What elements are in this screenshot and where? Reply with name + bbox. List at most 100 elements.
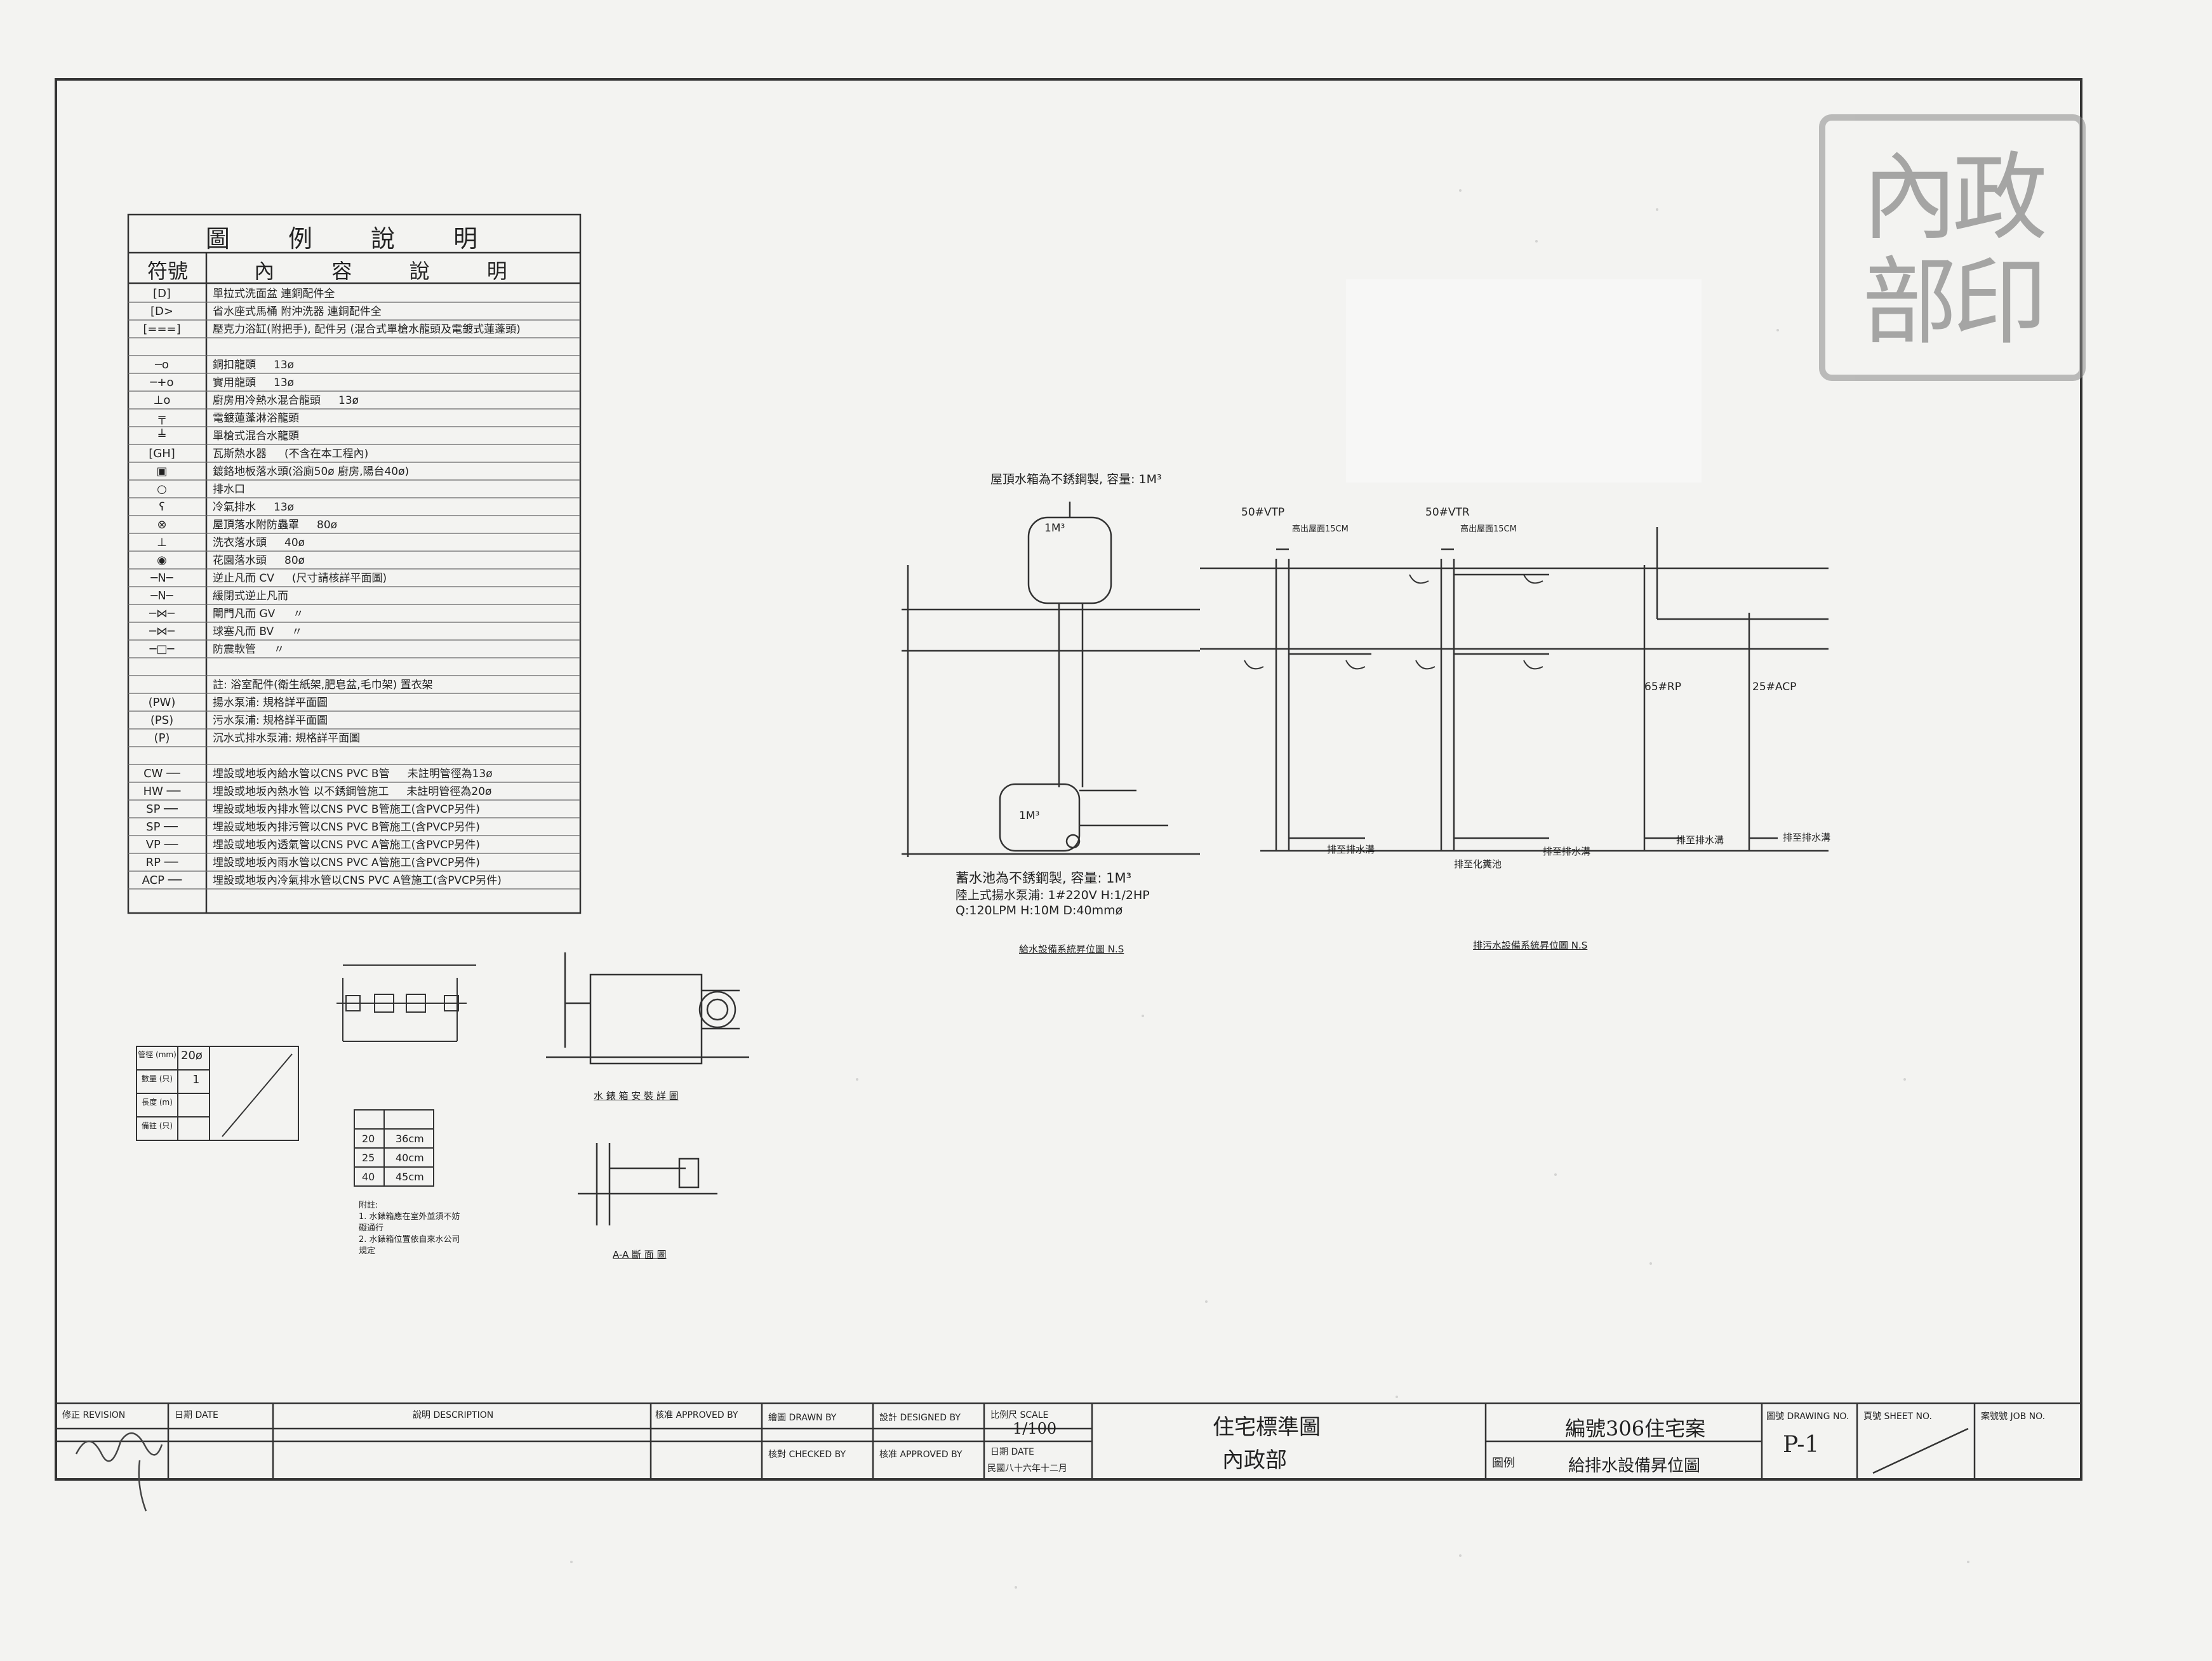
legend-row: ─⋈─球塞凡而 BV〃	[149, 625, 302, 639]
legend-size: (尺寸請核詳平面圖)	[291, 572, 387, 585]
legend-symbol-icon: ╤	[158, 411, 166, 425]
section-caption: A-A 斷 面 圖	[613, 1249, 667, 1260]
legend-row: ○排水口	[157, 483, 263, 497]
legend-description: 埋設或地坂內雨水管以CNS PVC A管施工(含PVCP另件)	[213, 857, 480, 869]
legend-symbol-icon: SP ──	[146, 803, 178, 816]
legend-description: 省水座式馬桶 附沖洗器 連銅配件全	[213, 305, 382, 318]
legend-symbol-icon: [===]	[143, 323, 181, 336]
legend-size: 〃	[274, 643, 284, 656]
legend-symbol-icon: ⊥	[157, 536, 167, 549]
rp-label: 65#RP	[1644, 681, 1681, 693]
small-table-value-1: 1	[192, 1073, 200, 1086]
legend-row	[213, 749, 230, 763]
legend-symbol-icon: ACP ──	[142, 874, 182, 887]
legend-symbol-icon: ⊗	[157, 518, 167, 531]
legend-symbol-icon: HW ──	[143, 785, 181, 798]
tb-drawn: 繪圖 DRAWN BY	[768, 1413, 837, 1423]
legend-symbol-icon: ╧	[158, 429, 166, 443]
legend-description: 壓克力浴缸(附把手), 配件另 (混合式單槍水龍頭及電鍍式蓮蓬頭)	[213, 323, 521, 336]
legend-row: (PS) 污水泵浦: 規格詳平面圖	[150, 714, 345, 728]
legend-row: ⊥o 廚房用冷熱水混合龍頭 13ø	[154, 394, 359, 408]
tb-date: 日期 DATE	[175, 1410, 218, 1420]
tb-drawing-name: 給排水設備昇位圖	[1568, 1457, 1701, 1476]
legend-row: ╤ 電鍍蓮蓬淋浴龍頭	[159, 411, 317, 425]
legend-row: RP ──埋設或地坂內雨水管以CNS PVC A管施工(含PVCP另件)	[146, 856, 498, 870]
small-table-label-2: 長度 (m)	[142, 1098, 173, 1107]
tb-designed: 設計 DESIGNED BY	[879, 1413, 961, 1423]
legend-description: 電鍍蓮蓬淋浴龍頭	[213, 412, 299, 425]
legend-row: ACP ── 埋設或地坂內冷氣排水管以CNS PVC A管施工(含PVCP另件)	[142, 874, 519, 888]
legend-row: ─⋈─閘門凡而 GV〃	[149, 607, 304, 621]
legend-description: 屋頂落水附防蟲罩	[213, 519, 299, 531]
legend-description: 單拉式洗面盆 連銅配件全	[213, 288, 335, 300]
legend-symbol-icon: ʕ	[159, 500, 165, 514]
legend-size: 13ø	[338, 394, 359, 407]
legend-symbol-icon: ▣	[156, 465, 168, 478]
pump-line-2: Q:120LPM H:10M D:40mmø	[956, 904, 1123, 917]
legend-description: 洗衣落水頭	[213, 537, 267, 549]
legend-size: 80ø	[317, 519, 338, 531]
legend-description: 花園落水頭	[213, 554, 267, 567]
legend-description: 緩閉式逆止凡而	[213, 590, 288, 603]
tb-scale-value: 1/100	[1013, 1420, 1057, 1438]
legend-description: 廚房用冷熱水混合龍頭	[213, 394, 321, 407]
ground-tank-label: 1M³	[1019, 810, 1040, 822]
legend-description: 防震軟管	[213, 643, 256, 656]
legend-symbol-icon: [GH]	[149, 447, 175, 460]
supply-riser-caption: 給水設備系統昇位圖 N.S	[1019, 944, 1124, 955]
legend-row: [D> 省水座式馬桶 附沖洗器 連銅配件全	[150, 305, 399, 319]
tb-date2-value: 民國八十六年十二月	[987, 1464, 1067, 1474]
vtr-label: 50#VTR	[1425, 506, 1470, 519]
tb-date2-label: 日期 DATE	[990, 1447, 1034, 1457]
legend-symbol-icon: ─+o	[150, 376, 174, 389]
legend-symbol-icon: ─⋈─	[149, 625, 175, 638]
tb-checked: 核對 CHECKED BY	[768, 1450, 846, 1460]
tb-scale-label: 比例尺 SCALE	[990, 1410, 1049, 1420]
legend-row: 註: 浴室配件(衛生紙架,肥皂盆,毛巾架) 置衣架	[213, 678, 451, 692]
legend-symbol-icon: (PS)	[150, 714, 174, 727]
legend-description: 埋設或地坂內透氣管以CNS PVC A管施工(含PVCP另件)	[213, 839, 480, 851]
legend-row	[213, 340, 230, 354]
tb-agency: 內政部	[1222, 1448, 1287, 1473]
roof-tank-label: 1M³	[1044, 522, 1065, 535]
drain-riser-caption: 排污水設備系統昇位圖 N.S	[1473, 940, 1588, 951]
legend-symbol-icon: ⊥o	[153, 394, 171, 407]
outlet-2: 排至化糞池	[1454, 858, 1502, 870]
legend-size: 〃	[293, 608, 304, 620]
legend-description: 埋設或地坂內冷氣排水管以CNS PVC A管施工(含PVCP另件)	[213, 874, 502, 887]
legend-description: 污水泵浦: 規格詳平面圖	[213, 714, 328, 727]
legend-description: 排水口	[213, 483, 245, 496]
legend-row: CW ──埋設或地坂內給水管以CNS PVC B管未註明管徑為13ø	[143, 767, 493, 781]
legend-symbol-icon: [D>	[150, 305, 173, 318]
legend-symbol-icon: ─⋈─	[149, 607, 175, 620]
legend-symbol-icon: (P)	[154, 731, 170, 745]
legend-symbol-icon: CW ──	[143, 767, 180, 780]
outlet-5: 排至排水溝	[1783, 832, 1831, 843]
legend-row: ⊗ 屋頂落水附防蟲罩 80ø	[157, 518, 338, 532]
legend-description: 註: 浴室配件(衛生紙架,肥皂盆,毛巾架) 置衣架	[213, 679, 433, 691]
tb-description: 說明 DESCRIPTION	[413, 1410, 494, 1420]
size-row-2-b: 45cm	[396, 1171, 424, 1183]
legend-row: SP ──埋設或地坂內排水管以CNS PVC B管施工(含PVCP另件)	[146, 803, 498, 817]
legend-description: 球塞凡而 BV	[213, 625, 274, 638]
legend-description: 單槍式混合水龍頭	[213, 430, 299, 443]
tb-job-no-label: 案號號 JOB NO.	[1981, 1411, 2046, 1422]
small-table-value-0: 20ø	[181, 1049, 203, 1062]
legend-size: 13ø	[274, 359, 295, 371]
legend-row: SP ── 埋設或地坂內排污管以CNS PVC B管施工(含PVCP另件)	[146, 820, 498, 834]
legend-description: 埋設或地坂內排污管以CNS PVC B管施工(含PVCP另件)	[213, 821, 480, 834]
outlet-3: 排至排水溝	[1543, 846, 1591, 857]
ground-tank-note: 蓄水池為不銹鋼製, 容量: 1M³	[956, 871, 1131, 886]
legend-symbol-icon: ─□─	[149, 643, 175, 656]
legend-symbol-icon: SP ──	[146, 820, 178, 834]
small-table-label-1: 數量 (只)	[141, 1074, 173, 1083]
legend-row: [GH]瓦斯熱水器(不含在本工程內)	[149, 447, 368, 461]
size-row-1-a: 25	[362, 1152, 375, 1164]
legend-description: 逆止凡而 CV	[213, 572, 274, 585]
tb-project-title: 住宅標準圖	[1213, 1415, 1321, 1440]
tb-approved-1: 核准 APPROVED BY	[655, 1410, 738, 1420]
legend-title: 圖 例 說 明	[205, 225, 503, 253]
